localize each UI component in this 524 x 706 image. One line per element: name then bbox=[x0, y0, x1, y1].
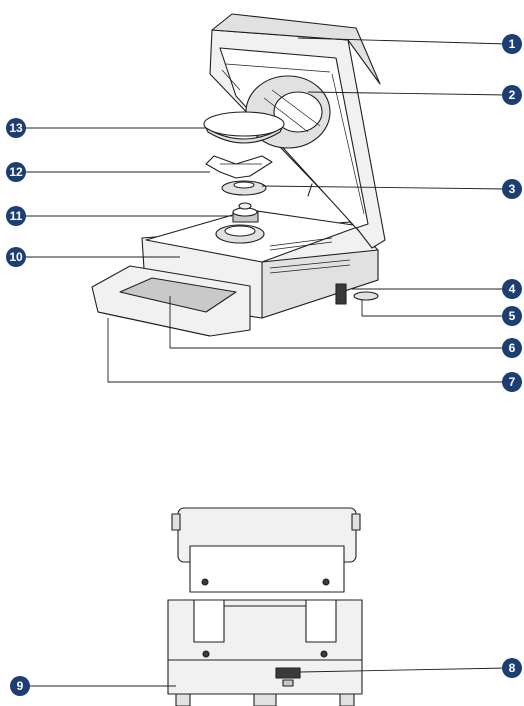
callout-13: 13 bbox=[6, 118, 26, 138]
callout-5: 5 bbox=[502, 306, 522, 326]
base-vent-slots bbox=[269, 259, 351, 274]
analyzer-rear-view bbox=[167, 507, 363, 706]
svg-text:1: 1 bbox=[509, 37, 516, 51]
leveling-feet bbox=[175, 693, 355, 706]
callout-10: 10 bbox=[6, 247, 26, 267]
svg-text:4: 4 bbox=[509, 282, 516, 296]
data-interface-port bbox=[275, 667, 301, 679]
svg-text:13: 13 bbox=[9, 121, 23, 135]
svg-text:11: 11 bbox=[10, 209, 23, 223]
svg-text:2: 2 bbox=[509, 88, 516, 102]
svg-text:5: 5 bbox=[509, 309, 516, 323]
display-screen bbox=[119, 277, 237, 313]
callout-6: 6 bbox=[502, 338, 522, 358]
svg-text:6: 6 bbox=[509, 341, 516, 355]
callout-3: 3 bbox=[502, 179, 522, 199]
analyzer-front-view bbox=[91, 13, 386, 337]
lid-vents bbox=[221, 63, 365, 215]
pan-retainer bbox=[205, 155, 273, 179]
callout-badges: 1 2 3 4 5 6 7 8 bbox=[6, 34, 522, 696]
callout-11: 11 bbox=[6, 206, 26, 226]
base-side-panel bbox=[261, 249, 379, 319]
svg-text:7: 7 bbox=[509, 375, 516, 389]
callout-1: 1 bbox=[502, 34, 522, 54]
svg-text:12: 12 bbox=[9, 165, 23, 179]
callout-9: 9 bbox=[10, 676, 30, 696]
callout-4: 4 bbox=[502, 279, 522, 299]
svg-text:3: 3 bbox=[509, 182, 516, 196]
callout-12: 12 bbox=[6, 162, 26, 182]
callout-7: 7 bbox=[502, 372, 522, 392]
svg-text:9: 9 bbox=[17, 679, 24, 693]
power-socket bbox=[335, 283, 347, 305]
callout-8: 8 bbox=[502, 658, 522, 678]
leader-lines bbox=[20, 37, 508, 687]
svg-text:10: 10 bbox=[9, 250, 23, 264]
callout-2: 2 bbox=[502, 85, 522, 105]
support-foot bbox=[353, 291, 379, 301]
svg-text:8: 8 bbox=[509, 661, 516, 675]
sample-pan bbox=[203, 111, 285, 137]
